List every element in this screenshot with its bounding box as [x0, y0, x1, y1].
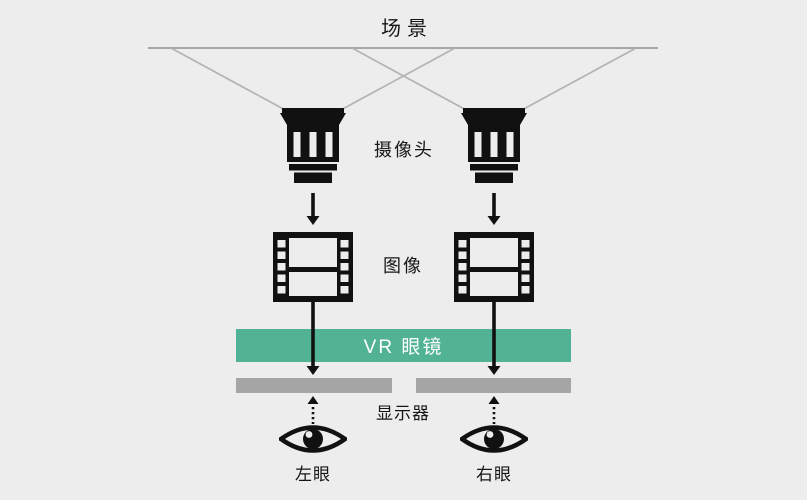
arrow-down-icon: [306, 302, 320, 375]
dotted-arrow-up-icon: [307, 396, 319, 424]
dotted-arrow-up-icon: [488, 396, 500, 424]
image-label: 图像: [383, 256, 423, 276]
vr-glasses-bar: VR 眼镜: [236, 329, 571, 362]
scene-label: 场景: [381, 18, 433, 40]
fov-line-left-outer: [170, 47, 288, 112]
camera-lens-icon: [461, 108, 527, 183]
eye-icon: [460, 425, 528, 453]
fov-line-left-inner: [338, 47, 456, 112]
display-bar-right: [416, 378, 571, 393]
fov-line-right-outer: [519, 47, 637, 112]
camera-label: 摄像头: [374, 140, 434, 160]
arrow-down-icon: [487, 193, 501, 225]
right-eye-label: 右眼: [476, 465, 512, 484]
film-strip-icon: [273, 232, 353, 302]
camera-lens-icon: [280, 108, 346, 183]
arrow-down-icon: [306, 193, 320, 225]
fov-line-right-inner: [351, 47, 469, 112]
film-strip-icon: [454, 232, 534, 302]
display-label: 显示器: [376, 404, 430, 423]
eye-icon: [279, 425, 347, 453]
left-eye-label: 左眼: [295, 465, 331, 484]
display-bar-left: [236, 378, 392, 393]
arrow-down-icon: [487, 302, 501, 375]
vr-glasses-label: VR 眼镜: [363, 337, 444, 358]
